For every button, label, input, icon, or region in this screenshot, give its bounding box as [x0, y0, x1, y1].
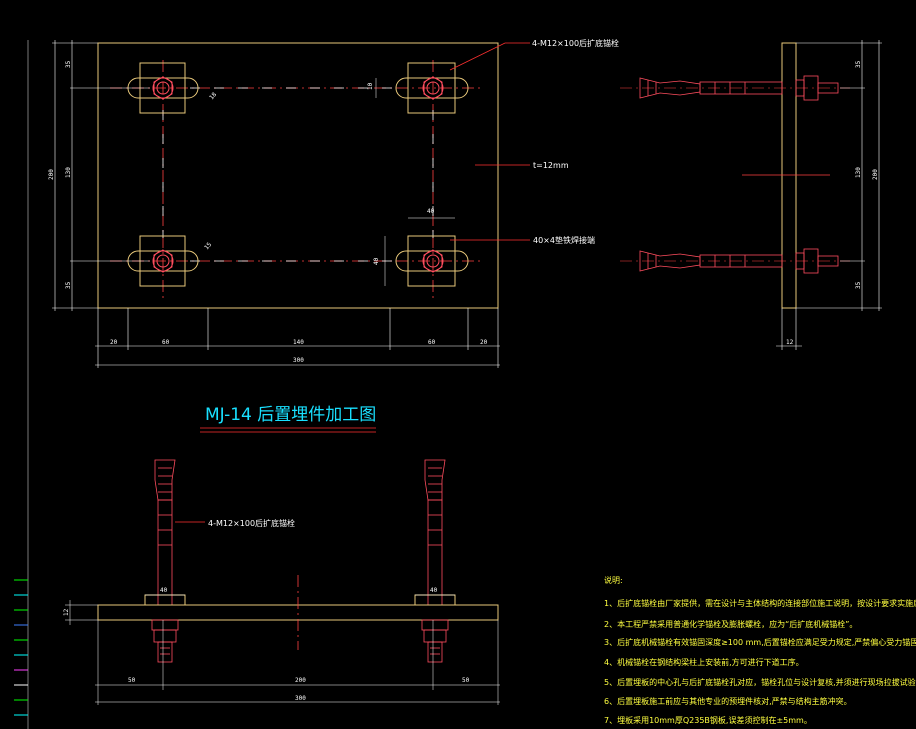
plan-dim-b1: 20 [110, 339, 118, 346]
notes-heading: 说明: [604, 575, 623, 585]
note-item: 7、埋板采用10mm厚Q235B钢板,误差须控制在±5mm。 [604, 715, 812, 725]
note-item: 2、本工程严禁采用普通化学锚栓及膨胀螺栓，应为“后扩底机械锚栓”。 [604, 619, 857, 629]
section-anchor-callout: 4-M12×100后扩底锚栓 [208, 518, 295, 528]
section-dim-total: 300 [295, 695, 306, 702]
section-thickness: 12 [63, 608, 70, 616]
drawing-title-group: MJ-14 后置埋件加工图 [200, 405, 376, 433]
plan-washer-callout: 40×4垫铁焊接端 [533, 235, 595, 245]
plan-dim-l-total: 200 [48, 169, 55, 180]
section-dim-b2: 200 [295, 677, 306, 684]
side-view: 35 130 35 200 12 [620, 40, 882, 350]
small-dim-3: 40 [427, 208, 435, 215]
small-dim-2: 18 [208, 91, 218, 101]
plan-anchor-br [395, 235, 469, 287]
section-view: 4-M12×100后扩底锚栓 40 40 12 50 200 50 300 [63, 459, 500, 705]
side-dim-r2: 130 [855, 167, 862, 178]
side-dim-r1: 35 [855, 60, 862, 68]
note-item: 4、机械锚栓在钢结构梁柱上安装前,方可进行下道工序。 [604, 657, 804, 667]
small-dim-1: 10 [367, 82, 374, 90]
note-item: 1、后扩底锚栓由厂家提供，需在设计与主体结构的连接部位施工说明，按设计要求实施后… [604, 598, 916, 608]
plan-dim-l3: 35 [65, 281, 72, 289]
notes-block: 说明: 1、后扩底锚栓由厂家提供，需在设计与主体结构的连接部位施工说明，按设计要… [604, 575, 916, 725]
plan-anchor-tr [395, 62, 469, 114]
plan-dim-l2: 130 [65, 167, 72, 178]
side-dim-total: 200 [872, 169, 879, 180]
side-anchor-bottom [639, 248, 839, 274]
layer-ticks [14, 40, 29, 729]
small-dim-5: 15 [203, 241, 213, 251]
section-dim-b1: 50 [128, 677, 136, 684]
plan-view: 4-M12×100后扩底锚栓 t=12mm 40×4垫铁焊接端 10 18 40… [48, 38, 619, 368]
plan-dim-l1: 35 [65, 60, 72, 68]
section-washer-dim-l: 40 [160, 587, 168, 594]
drawing-title: MJ-14 后置埋件加工图 [205, 405, 376, 425]
side-dim-r3: 35 [855, 281, 862, 289]
plan-dim-b4: 60 [428, 339, 436, 346]
plan-dim-total: 300 [293, 357, 304, 364]
plan-dim-b5: 20 [480, 339, 488, 346]
section-anchor-left [151, 459, 179, 663]
small-dim-4: 40 [373, 257, 380, 265]
side-anchor-top [639, 75, 839, 101]
plan-thickness-label: t=12mm [533, 161, 569, 170]
side-plate [781, 42, 797, 309]
section-dim-b3: 50 [462, 677, 470, 684]
section-anchor-right [421, 459, 449, 663]
plan-dim-b2: 60 [162, 339, 170, 346]
note-item: 6、后置埋板施工前应与其他专业的预埋件核对,严禁与结构主筋冲突。 [604, 696, 852, 706]
note-item: 3、后扩底机械锚栓有效锚固深度≥100 mm,后置锚栓应满足受力规定,严禁偏心受… [604, 637, 916, 647]
section-washer-dim-r: 40 [430, 587, 438, 594]
plan-dim-b3: 140 [293, 339, 304, 346]
note-item: 5、后置埋板的中心孔与后扩底锚栓孔对应，锚栓孔位与设计复核,并须进行现场拉拔试验… [604, 677, 916, 687]
plan-plate [97, 42, 499, 309]
plan-anchor-callout: 4-M12×100后扩底锚栓 [532, 38, 619, 48]
side-dim-bottom: 12 [786, 339, 794, 346]
